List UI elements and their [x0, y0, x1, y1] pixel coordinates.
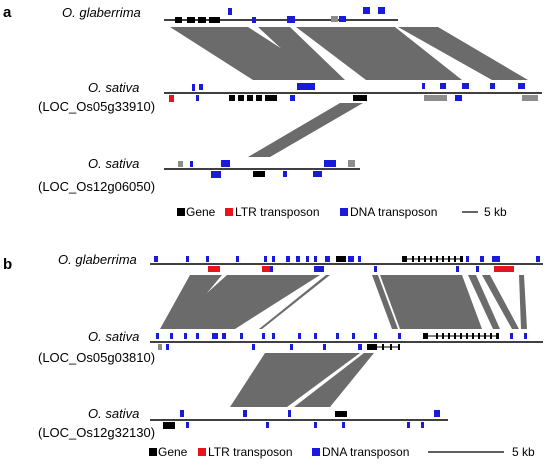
- legend-a-ltr: LTR transposon: [235, 205, 320, 219]
- panel-b-label: b: [3, 256, 12, 273]
- track-b2-species: O. sativa: [88, 329, 139, 344]
- track-a2: [164, 83, 542, 102]
- legend-a-gene-swatch: [177, 208, 185, 216]
- track-a3: [164, 160, 360, 178]
- track-a3-species: O. sativa: [88, 156, 139, 171]
- synteny-links-b: [160, 275, 527, 407]
- track-b3-species: O. sativa: [88, 406, 139, 421]
- track-b2: [150, 333, 543, 350]
- legend-b-scale: 5 kb: [512, 445, 535, 459]
- track-b1: [150, 256, 543, 272]
- legend-b: Gene LTR transposon DNA transposon 5 kb: [149, 445, 535, 459]
- legend-a: Gene LTR transposon DNA transposon 5 kb: [177, 205, 507, 219]
- legend-a-dna: DNA transposon: [350, 205, 437, 219]
- synteny-links-a: [170, 27, 528, 157]
- track-b2-locus: (LOC_Os05g03810): [38, 350, 155, 365]
- legend-a-gene: Gene: [186, 205, 216, 219]
- legend-b-gene: Gene: [158, 445, 188, 459]
- track-a1-species: O. glaberrima: [62, 5, 141, 20]
- legend-a-ltr-swatch: [225, 208, 233, 216]
- legend-b-ltr: LTR transposon: [208, 445, 293, 459]
- track-b1-species: O. glaberrima: [58, 252, 137, 267]
- legend-a-scale: 5 kb: [484, 205, 507, 219]
- legend-b-dna-swatch: [312, 448, 320, 456]
- legend-b-ltr-swatch: [198, 448, 206, 456]
- legend-a-dna-swatch: [340, 208, 348, 216]
- track-b3: [150, 410, 448, 429]
- legend-b-dna: DNA transposon: [322, 445, 409, 459]
- panel-a-label: a: [3, 4, 12, 21]
- track-b3-locus: (LOC_Os12g32130): [38, 425, 155, 440]
- track-a2-locus: (LOC_Os05g33910): [38, 99, 155, 114]
- legend-b-gene-swatch: [149, 448, 157, 456]
- track-a1: [164, 7, 398, 23]
- track-a2-species: O. sativa: [88, 80, 139, 95]
- track-a3-locus: (LOC_Os12g06050): [38, 179, 155, 194]
